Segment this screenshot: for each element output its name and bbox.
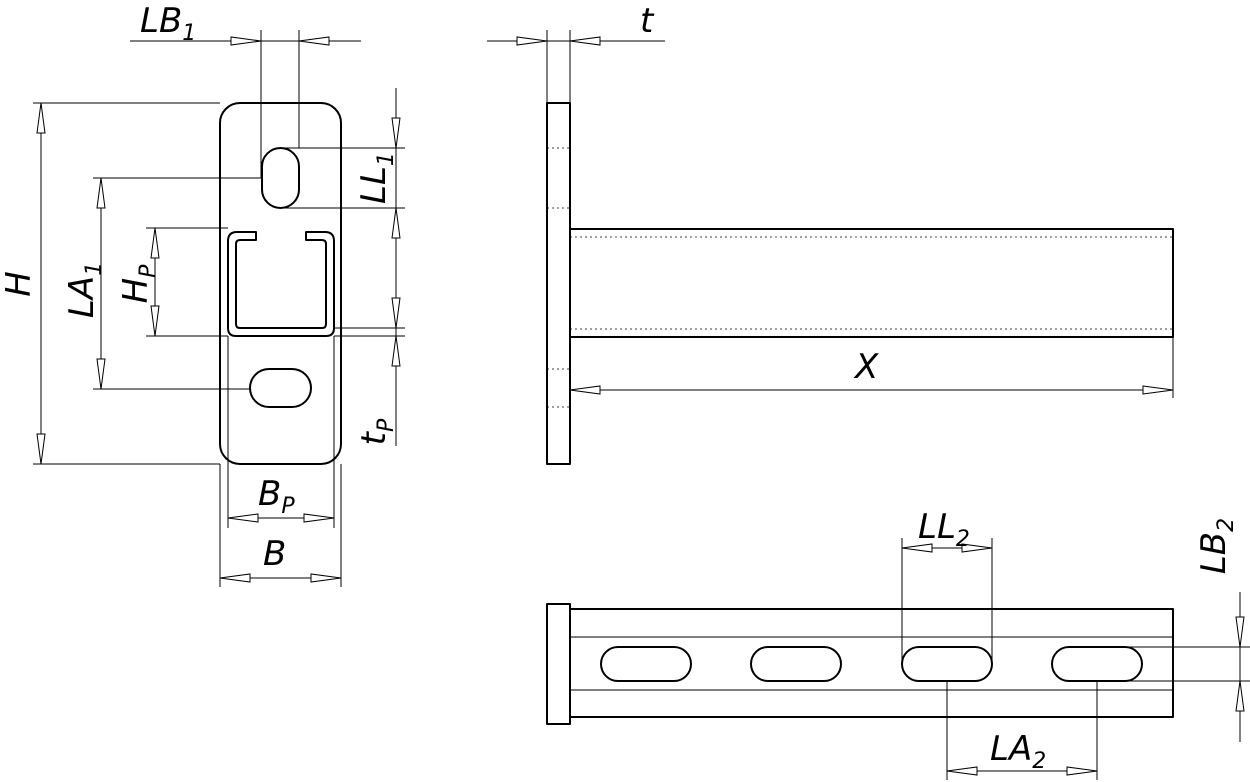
b-arrow-left: [219, 573, 251, 583]
side-dimensions: [487, 30, 1174, 398]
lb2-arrow-bottom: [1235, 680, 1245, 712]
label-x: X: [853, 347, 879, 387]
label-tp: tP: [354, 418, 399, 445]
la1-arrow-top: [96, 177, 106, 209]
channel-profile-outer: [227, 231, 335, 337]
la2-arrow-left: [946, 766, 978, 776]
label-la1: LA1: [62, 262, 107, 318]
tp-arrow-bottom: [391, 335, 401, 367]
side-view: [546, 102, 1174, 465]
hp-arrow-bottom: [150, 305, 160, 337]
label-ll1: LL1: [354, 152, 399, 204]
label-lb2: LB2: [1194, 518, 1239, 574]
b-arrow-right: [310, 573, 342, 583]
t-arrow-right: [569, 36, 601, 46]
top-dimensions: [901, 538, 1250, 780]
bp-arrow-left: [227, 513, 259, 523]
front-dimensions: [33, 30, 405, 587]
h-arrow-top: [36, 102, 46, 134]
top-slot-3: [901, 646, 993, 682]
label-t: t: [640, 1, 655, 41]
label-bp: BP: [258, 474, 295, 519]
la2-arrow-right: [1066, 766, 1098, 776]
label-ll2: LL2: [918, 507, 970, 552]
x-arrow-right: [1142, 385, 1174, 395]
x-arrow-left: [569, 385, 601, 395]
top-slot-1: [600, 646, 692, 682]
lb1-arrow-right: [298, 36, 330, 46]
lb1-arrow-left: [230, 36, 262, 46]
label-h: H: [0, 271, 39, 297]
top-base-plate: [546, 603, 571, 725]
label-lb1: LB1: [140, 1, 196, 46]
ll2-arrow-left: [901, 543, 933, 553]
side-channel-arm: [569, 228, 1174, 338]
ll1-arrow-bottom: [391, 207, 401, 239]
ll2-arrow-right: [961, 543, 993, 553]
ll1-arrow-top: [391, 117, 401, 149]
bp-arrow-right: [303, 513, 335, 523]
front-lower-slot: [249, 368, 312, 408]
la1-arrow-bottom: [96, 358, 106, 390]
lb2-arrow-top: [1235, 616, 1245, 648]
label-b: B: [263, 534, 286, 574]
hp-arrow-top: [150, 227, 160, 259]
front-view: [219, 102, 342, 465]
side-base-plate: [546, 102, 571, 465]
top-channel-arm: [569, 608, 1174, 718]
label-hp: HP: [116, 264, 161, 304]
t-arrow-left: [516, 36, 548, 46]
h-arrow-bottom: [36, 433, 46, 465]
top-slot-2: [750, 646, 842, 682]
top-view: [546, 603, 1174, 725]
top-slot-4: [1051, 646, 1143, 682]
tp-arrow-top: [391, 297, 401, 329]
front-base-plate: [219, 102, 342, 465]
label-la2: LA2: [990, 729, 1046, 774]
front-upper-slot: [261, 147, 300, 209]
